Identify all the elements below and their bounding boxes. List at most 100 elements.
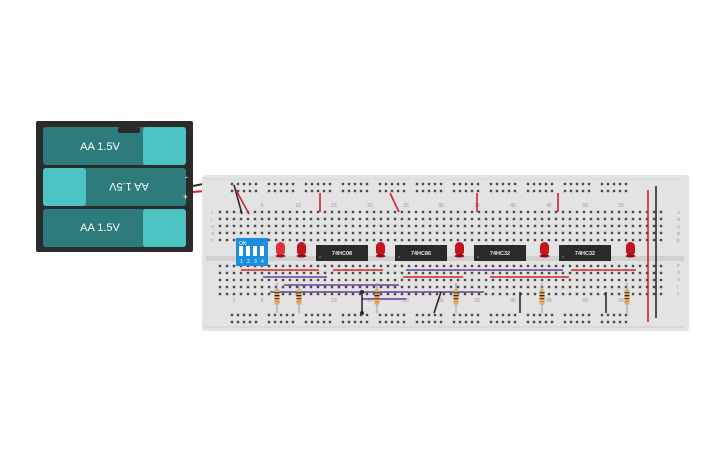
breadboard-hole[interactable] (225, 264, 229, 268)
breadboard-hole[interactable] (390, 182, 394, 186)
breadboard-hole[interactable] (393, 224, 397, 228)
breadboard-hole[interactable] (435, 224, 439, 228)
breadboard-hole[interactable] (302, 292, 306, 296)
breadboard-hole[interactable] (540, 264, 544, 268)
breadboard-hole[interactable] (414, 292, 418, 296)
breadboard-hole[interactable] (323, 292, 327, 296)
led[interactable] (375, 242, 386, 258)
breadboard-hole[interactable] (267, 224, 271, 228)
breadboard-hole[interactable] (322, 189, 326, 193)
breadboard-hole[interactable] (253, 217, 257, 221)
breadboard-hole[interactable] (449, 238, 453, 242)
breadboard-hole[interactable] (484, 285, 488, 289)
breadboard-hole[interactable] (323, 210, 327, 214)
breadboard-hole[interactable] (456, 271, 460, 275)
breadboard-hole[interactable] (428, 271, 432, 275)
breadboard-hole[interactable] (386, 271, 390, 275)
breadboard-hole[interactable] (606, 320, 610, 324)
breadboard-hole[interactable] (267, 292, 271, 296)
resistor[interactable] (539, 283, 545, 313)
breadboard-hole[interactable] (477, 264, 481, 268)
breadboard-hole[interactable] (526, 182, 530, 186)
breadboard-hole[interactable] (561, 238, 565, 242)
breadboard-hole[interactable] (617, 292, 621, 296)
breadboard-hole[interactable] (433, 313, 437, 317)
breadboard-hole[interactable] (484, 231, 488, 235)
breadboard-hole[interactable] (421, 217, 425, 221)
breadboard-hole[interactable] (302, 231, 306, 235)
breadboard-hole[interactable] (435, 217, 439, 221)
breadboard-hole[interactable] (638, 285, 642, 289)
breadboard-hole[interactable] (505, 217, 509, 221)
breadboard-hole[interactable] (400, 292, 404, 296)
breadboard-hole[interactable] (618, 189, 622, 193)
breadboard-hole[interactable] (603, 224, 607, 228)
breadboard-hole[interactable] (384, 189, 388, 193)
breadboard-hole[interactable] (351, 210, 355, 214)
breadboard-hole[interactable] (533, 210, 537, 214)
breadboard-hole[interactable] (288, 271, 292, 275)
breadboard-hole[interactable] (512, 271, 516, 275)
breadboard-hole[interactable] (351, 217, 355, 221)
breadboard-hole[interactable] (246, 271, 250, 275)
breadboard-hole[interactable] (351, 231, 355, 235)
breadboard-hole[interactable] (421, 271, 425, 275)
breadboard-hole[interactable] (582, 271, 586, 275)
breadboard-hole[interactable] (575, 264, 579, 268)
breadboard-hole[interactable] (302, 264, 306, 268)
breadboard-hole[interactable] (351, 238, 355, 242)
breadboard-hole[interactable] (463, 264, 467, 268)
breadboard-hole[interactable] (596, 292, 600, 296)
breadboard-hole[interactable] (519, 271, 523, 275)
breadboard-hole[interactable] (554, 210, 558, 214)
dip-switch-toggle-3[interactable] (253, 246, 257, 256)
breadboard-hole[interactable] (341, 182, 345, 186)
breadboard-hole[interactable] (498, 264, 502, 268)
breadboard-hole[interactable] (304, 182, 308, 186)
breadboard-hole[interactable] (288, 210, 292, 214)
breadboard-hole[interactable] (533, 238, 537, 242)
breadboard-hole[interactable] (505, 271, 509, 275)
breadboard-hole[interactable] (400, 285, 404, 289)
breadboard-hole[interactable] (415, 182, 419, 186)
breadboard-hole[interactable] (295, 217, 299, 221)
breadboard-hole[interactable] (359, 182, 363, 186)
breadboard-hole[interactable] (519, 292, 523, 296)
breadboard-hole[interactable] (288, 224, 292, 228)
breadboard-hole[interactable] (253, 292, 257, 296)
breadboard-hole[interactable] (550, 320, 554, 324)
breadboard-hole[interactable] (617, 278, 621, 282)
breadboard-hole[interactable] (498, 285, 502, 289)
breadboard-hole[interactable] (512, 264, 516, 268)
breadboard-hole[interactable] (540, 231, 544, 235)
breadboard-hole[interactable] (428, 231, 432, 235)
breadboard-hole[interactable] (532, 320, 536, 324)
breadboard-hole[interactable] (407, 271, 411, 275)
breadboard-hole[interactable] (526, 238, 530, 242)
breadboard-hole[interactable] (225, 292, 229, 296)
breadboard-hole[interactable] (323, 224, 327, 228)
breadboard-hole[interactable] (501, 320, 505, 324)
breadboard-hole[interactable] (554, 231, 558, 235)
breadboard-hole[interactable] (631, 238, 635, 242)
breadboard-hole[interactable] (538, 189, 542, 193)
breadboard-hole[interactable] (253, 210, 257, 214)
breadboard-hole[interactable] (358, 292, 362, 296)
breadboard-hole[interactable] (323, 271, 327, 275)
breadboard-hole[interactable] (414, 264, 418, 268)
breadboard-hole[interactable] (421, 238, 425, 242)
breadboard-hole[interactable] (267, 320, 271, 324)
breadboard-hole[interactable] (359, 320, 363, 324)
breadboard-hole[interactable] (273, 182, 277, 186)
breadboard-hole[interactable] (288, 285, 292, 289)
breadboard-hole[interactable] (533, 231, 537, 235)
breadboard-hole[interactable] (533, 278, 537, 282)
breadboard-hole[interactable] (358, 210, 362, 214)
breadboard-hole[interactable] (393, 285, 397, 289)
breadboard-hole[interactable] (427, 182, 431, 186)
breadboard-hole[interactable] (322, 320, 326, 324)
breadboard-hole[interactable] (507, 182, 511, 186)
breadboard-hole[interactable] (316, 210, 320, 214)
breadboard-hole[interactable] (393, 210, 397, 214)
breadboard-hole[interactable] (414, 278, 418, 282)
